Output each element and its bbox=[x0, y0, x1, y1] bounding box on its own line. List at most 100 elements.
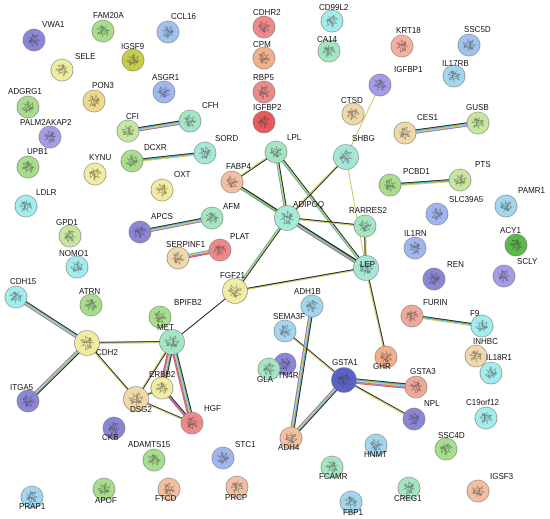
protein-structure-icon bbox=[339, 148, 353, 164]
node-c19orf12[interactable]: C19orf12 bbox=[466, 398, 499, 430]
node-adamts15[interactable]: ADAMTS15 bbox=[128, 440, 171, 472]
node-creg1[interactable]: CREG1 bbox=[394, 476, 422, 503]
node-plat[interactable]: PLAT bbox=[208, 232, 250, 262]
node-ssc4d[interactable]: SSC4D bbox=[434, 431, 465, 461]
node-igsf3[interactable]: IGSF3 bbox=[466, 472, 514, 503]
node-ren[interactable]: REN bbox=[422, 260, 464, 291]
node-label: KRT18 bbox=[396, 26, 421, 35]
node-prap1[interactable]: PRAP1 bbox=[19, 485, 46, 511]
node-ces1[interactable]: CES1 bbox=[393, 113, 438, 145]
node-rbp5[interactable]: RBP5 bbox=[252, 73, 276, 104]
node-pts[interactable]: PTS bbox=[448, 160, 491, 192]
node-bpifb2[interactable]: BPIFB2 bbox=[148, 298, 202, 329]
node-cdhr2[interactable]: CDHR2 bbox=[252, 8, 281, 39]
node-gla[interactable]: GLA bbox=[257, 357, 281, 384]
node-igsf9[interactable]: IGSF9 bbox=[121, 42, 145, 72]
node-inhbc[interactable]: INHBC bbox=[464, 337, 498, 368]
node-fam20a[interactable]: FAM20A bbox=[91, 11, 124, 43]
node-fbp1[interactable]: FBP1 bbox=[339, 490, 364, 517]
node-kynu[interactable]: KYNU bbox=[83, 153, 111, 186]
node-scly[interactable]: SCLY bbox=[492, 257, 538, 288]
node-apcs[interactable]: APCS bbox=[128, 212, 173, 244]
node-prcp[interactable]: PRCP bbox=[225, 475, 249, 502]
node-ccl16[interactable]: CCL16 bbox=[156, 12, 196, 44]
node-gsta3[interactable]: GSTA3 bbox=[404, 367, 436, 399]
node-itga5[interactable]: ITGA5 bbox=[10, 383, 40, 413]
node-vwa1[interactable]: VWA1 bbox=[22, 20, 65, 52]
node-adgrg1[interactable]: ADGRG1 bbox=[8, 87, 42, 119]
node-slc39a5[interactable]: SLC39A5 bbox=[425, 195, 484, 226]
protein-structure-icon bbox=[475, 319, 488, 332]
node-f9[interactable]: F9 bbox=[470, 309, 494, 338]
node-cfh[interactable]: CFH bbox=[178, 101, 219, 133]
node-cd99l2[interactable]: CD99L2 bbox=[319, 3, 349, 33]
node-ca14[interactable]: CA14 bbox=[317, 35, 341, 63]
node-erbb2[interactable]: ERBB2 bbox=[149, 370, 176, 400]
node-gpd1[interactable]: GPD1 bbox=[56, 218, 82, 248]
node-adipoq[interactable]: ADIPOQ bbox=[274, 200, 325, 231]
node-sele[interactable]: SELE bbox=[50, 52, 95, 82]
node-hnmt[interactable]: HNMT bbox=[364, 433, 388, 459]
node-apof[interactable]: APOF bbox=[92, 477, 117, 505]
node-afm[interactable]: AFM bbox=[200, 202, 240, 230]
node-cpm[interactable]: CPM bbox=[252, 40, 276, 70]
node-cdh2[interactable]: CDH2 bbox=[74, 330, 119, 358]
node-label: FBP1 bbox=[343, 508, 364, 517]
node-label: AFM bbox=[223, 202, 240, 211]
node-lep[interactable]: LEP bbox=[353, 255, 379, 281]
node-sema3f[interactable]: SEMA3F bbox=[273, 312, 305, 343]
node-gsta1[interactable]: GSTA1 bbox=[331, 358, 359, 393]
protein-structure-icon bbox=[325, 14, 339, 28]
node-il18r1[interactable]: IL18R1 bbox=[479, 353, 512, 385]
node-rarres2[interactable]: RARRES2 bbox=[349, 206, 387, 238]
node-adh1b[interactable]: ADH1B bbox=[294, 287, 324, 318]
node-fabp4[interactable]: FABP4 bbox=[220, 162, 251, 194]
node-serpinf1[interactable]: SERPINF1 bbox=[166, 240, 206, 270]
node-il1rn[interactable]: IL1RN bbox=[403, 229, 427, 260]
node-ftcd[interactable]: FTCD bbox=[155, 477, 181, 503]
node-dcxr[interactable]: DCXR bbox=[120, 143, 167, 173]
node-gusb[interactable]: GUSB bbox=[466, 103, 490, 135]
node-oxt[interactable]: OXT bbox=[150, 170, 191, 202]
edge-cdh2-itga5 bbox=[28, 343, 88, 402]
node-fgf21[interactable]: FGF21 bbox=[220, 271, 248, 304]
node-lpl[interactable]: LPL bbox=[264, 133, 302, 164]
node-cfi[interactable]: CFI bbox=[116, 112, 140, 143]
node-ckb[interactable]: CKB bbox=[102, 416, 126, 442]
node-krt18[interactable]: KRT18 bbox=[390, 26, 421, 58]
node-ghr[interactable]: GHR bbox=[373, 345, 398, 371]
node-label: HGF bbox=[204, 404, 221, 413]
node-label: IGSF9 bbox=[121, 42, 145, 51]
node-igfbp2[interactable]: IGFBP2 bbox=[252, 103, 282, 134]
node-ctsd[interactable]: CTSD bbox=[341, 96, 365, 126]
node-acy1[interactable]: ACY1 bbox=[500, 226, 528, 257]
node-cdh15[interactable]: CDH15 bbox=[4, 277, 37, 309]
node-pon3[interactable]: PON3 bbox=[82, 81, 114, 113]
node-dsg2[interactable]: DSG2 bbox=[123, 386, 153, 415]
node-stc1[interactable]: STC1 bbox=[211, 440, 256, 470]
node-ldlr[interactable]: LDLR bbox=[14, 188, 57, 218]
node-adh4[interactable]: ADH4 bbox=[278, 426, 303, 452]
node-asgr1[interactable]: ASGR1 bbox=[152, 73, 180, 104]
node-pcbd1[interactable]: PCBD1 bbox=[378, 167, 430, 197]
node-sord[interactable]: SORD bbox=[193, 134, 238, 165]
node-met[interactable]: MET bbox=[157, 323, 185, 355]
node-fcamr[interactable]: FCAMR bbox=[319, 455, 348, 481]
node-pamr1[interactable]: PAMR1 bbox=[494, 186, 546, 218]
node-palm2akap2[interactable]: PALM2AKAP2 bbox=[20, 118, 72, 149]
node-furin[interactable]: FURIN bbox=[400, 298, 448, 328]
node-atrn[interactable]: ATRN bbox=[79, 287, 103, 317]
node-label: C19orf12 bbox=[466, 398, 499, 407]
node-shbg[interactable]: SHBG bbox=[333, 134, 375, 170]
protein-structure-icon bbox=[403, 481, 415, 494]
node-npl[interactable]: NPL bbox=[402, 399, 440, 431]
node-il17rb[interactable]: IL17RB bbox=[442, 59, 469, 88]
node-nomo1[interactable]: NOMO1 bbox=[59, 249, 89, 279]
node-hgf[interactable]: HGF bbox=[180, 404, 221, 435]
node-ssc5d[interactable]: SSC5D bbox=[457, 25, 491, 57]
node-upb1[interactable]: UPB1 bbox=[16, 147, 48, 179]
node-igfbp1[interactable]: IGFBP1 bbox=[368, 65, 423, 97]
edge-met-hgf bbox=[173, 341, 195, 423]
